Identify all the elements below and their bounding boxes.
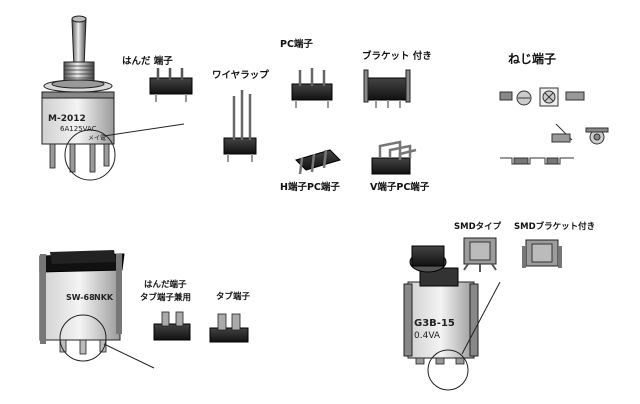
toggle-maker-text: メイ電 (88, 135, 106, 142)
toggle-model-text: M-2012 (48, 114, 86, 124)
v-pc-terminal-sample (371, 140, 417, 175)
rocker-zoom-circle (59, 314, 107, 362)
push-zoom-circle (427, 349, 469, 391)
rocker-brand-text: NKK (94, 293, 114, 302)
tab-terminal-sample (209, 313, 249, 343)
toggle-rating-text: 6A125VAC (60, 125, 97, 133)
label-wirewrap: ワイヤラップ (212, 70, 269, 81)
pushbutton-switch (403, 245, 479, 365)
push-model-text: G3B-15 (414, 318, 455, 329)
solder-tab-terminal-sample (153, 311, 191, 341)
label-screw-terminal: ねじ端子 (508, 52, 557, 66)
rocker-switch (39, 250, 125, 355)
toggle-zoom-circle (64, 129, 116, 181)
h-pc-terminal-sample (295, 149, 341, 175)
bracket-terminal-sample (363, 69, 411, 108)
label-bracket: ブラケット 付き (362, 51, 432, 62)
toggle-leader-line (103, 123, 185, 137)
screw-terminal-diagram (499, 87, 609, 165)
wirewrap-terminal-sample (223, 90, 257, 162)
smd-bracket-terminal-sample (522, 239, 562, 268)
rocker-leader-line (103, 343, 155, 369)
label-h-pc-terminal: H端子PC端子 (280, 182, 340, 193)
smd-terminal-sample (463, 237, 497, 272)
label-smd-type: SMDタイプ (454, 222, 502, 232)
label-solder-terminal: はんだ 端子 (122, 56, 173, 67)
label-solder-tab-1: はんだ端子 (144, 280, 187, 290)
push-leader-line (461, 281, 501, 355)
label-pc-terminal: PC端子 (280, 39, 313, 50)
toggle-switch (41, 15, 115, 173)
push-rating-text: 0.4VA (414, 331, 441, 341)
label-tab-terminal: タブ端子 (216, 292, 251, 302)
label-v-pc-terminal: V端子PC端子 (370, 182, 430, 193)
rocker-model-text: SW-68 (66, 293, 95, 302)
label-solder-tab-2: タブ端子兼用 (140, 293, 192, 303)
label-smd-bracket: SMDブラケット付き (514, 222, 596, 232)
solder-terminal-sample (149, 68, 193, 102)
pc-terminal-sample (291, 68, 333, 108)
